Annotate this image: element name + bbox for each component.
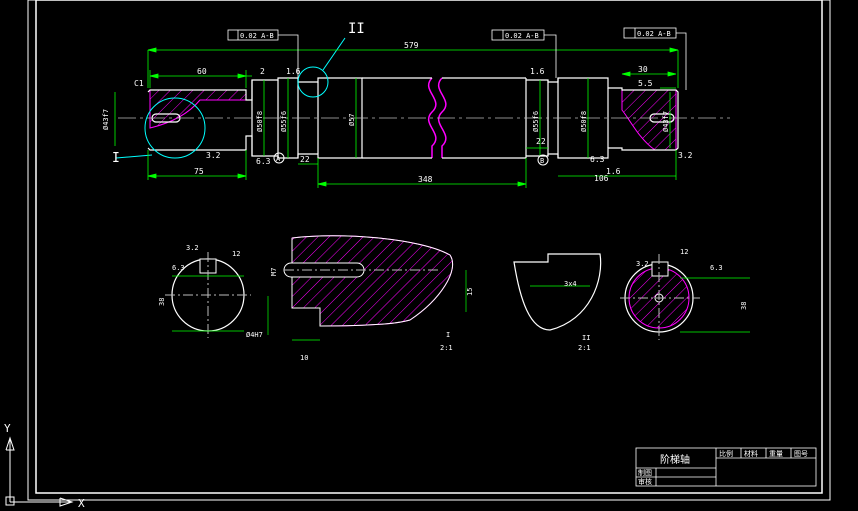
detail1-label: I (446, 331, 450, 339)
datum-b: B (540, 157, 544, 165)
detail-ii-view (513, 253, 602, 331)
dim-dia-right: Ø43f7 (662, 111, 670, 132)
title-col-scale: 比例 (719, 449, 733, 458)
roughness-63a: 6.3 (256, 157, 271, 166)
detail-ii-leader (322, 37, 346, 71)
dim-dia-collar-right: Ø55f6 (532, 111, 540, 132)
detail1-hole: Ø4H7 (246, 331, 263, 339)
shaft-main-view (115, 37, 730, 159)
drawing-frame (27, 0, 831, 501)
dimension-lines (114, 47, 679, 188)
title-col-number: 图号 (794, 450, 808, 458)
dim-right-length: 30 (638, 65, 648, 74)
s2-roughness-32: 3.2 (636, 260, 649, 268)
dim-chamfer: C1 (134, 79, 144, 88)
dim-dia-journal-right: Ø50f8 (580, 111, 588, 132)
dim-groove-width: 2 (260, 67, 265, 76)
dim-total-length: 579 (404, 41, 419, 50)
s1-key-width: 12 (232, 250, 240, 258)
dim-roughness-right: 1.6 (530, 67, 545, 76)
dim-dia-left: Ø43f7 (102, 109, 110, 130)
title-part-name: 阶梯轴 (660, 453, 690, 466)
roughness-32a: 3.2 (206, 151, 221, 160)
tolerance-right-text: 0.02 A-B (637, 30, 671, 38)
s2-depth: 38 (740, 302, 748, 310)
ucs-y-label: Y (4, 422, 11, 435)
detail2-dim: 3x4 (564, 280, 577, 288)
left-hatch-region (149, 89, 247, 129)
dim-dia-journal-left: Ø50f8 (256, 111, 264, 132)
dim-roughness-left: 1.6 (286, 67, 301, 76)
roughness-32b: 3.2 (678, 151, 693, 160)
dim-dia-collar: Ø55f6 (280, 111, 288, 132)
detail1-height: 15 (466, 288, 474, 296)
dim-lower-22-left: 22 (300, 155, 310, 164)
section-view-left (165, 252, 251, 338)
dim-lower-left: 75 (194, 167, 204, 176)
detail-i-view (267, 235, 467, 341)
detail1-scale: 2:1 (440, 344, 453, 352)
tolerance-mid-text: 0.02 A-B (505, 32, 539, 40)
dim-right-inner: 5.5 (638, 79, 653, 88)
detail-i-circle (144, 97, 206, 159)
s1-depth: 38 (158, 298, 166, 306)
break-line-1 (428, 77, 437, 158)
section-view-right (620, 254, 750, 340)
title-row-checked: 审核 (638, 477, 652, 486)
ucs-x-label: X (78, 497, 85, 510)
title-col-weight: 重量 (769, 450, 783, 458)
s2-key-width: 12 (680, 248, 688, 256)
s1-roughness-63: 6.3 (172, 264, 185, 272)
detail-i-mark: I (112, 151, 120, 166)
roughness-16c: 1.6 (606, 167, 621, 176)
break-line-2 (438, 77, 447, 158)
dim-lower-22-right: 22 (536, 137, 546, 146)
detail1-thread: M7 (270, 268, 278, 276)
dim-lower-right: 106 (594, 174, 609, 183)
datum-a: A (276, 155, 281, 163)
roughness-63b: 6.3 (590, 155, 605, 164)
title-block (635, 447, 817, 487)
tolerance-frame-mid (491, 29, 557, 78)
datum-markers (273, 152, 549, 166)
tolerance-frame-left (227, 29, 299, 78)
s2-roughness-63: 6.3 (710, 264, 723, 272)
title-col-material: 材料 (744, 449, 758, 458)
tolerance-frame-right (623, 27, 687, 90)
title-row-drawn: 制图 (638, 468, 652, 477)
detail-ii-circle (297, 66, 329, 98)
detail-i-leader (115, 154, 153, 159)
tolerance-left-text: 0.02 A-B (240, 32, 274, 40)
detail2-label: II (582, 334, 590, 342)
dim-left-length: 60 (197, 67, 207, 76)
s1-roughness-32: 3.2 (186, 244, 199, 252)
detail2-scale: 2:1 (578, 344, 591, 352)
dim-lower-middle: 348 (418, 175, 433, 184)
detail1-length: 10 (300, 354, 308, 362)
ucs-icon (5, 436, 74, 507)
detail-ii-mark: II (348, 21, 365, 37)
dim-dia-middle: Ø57 (348, 113, 356, 126)
